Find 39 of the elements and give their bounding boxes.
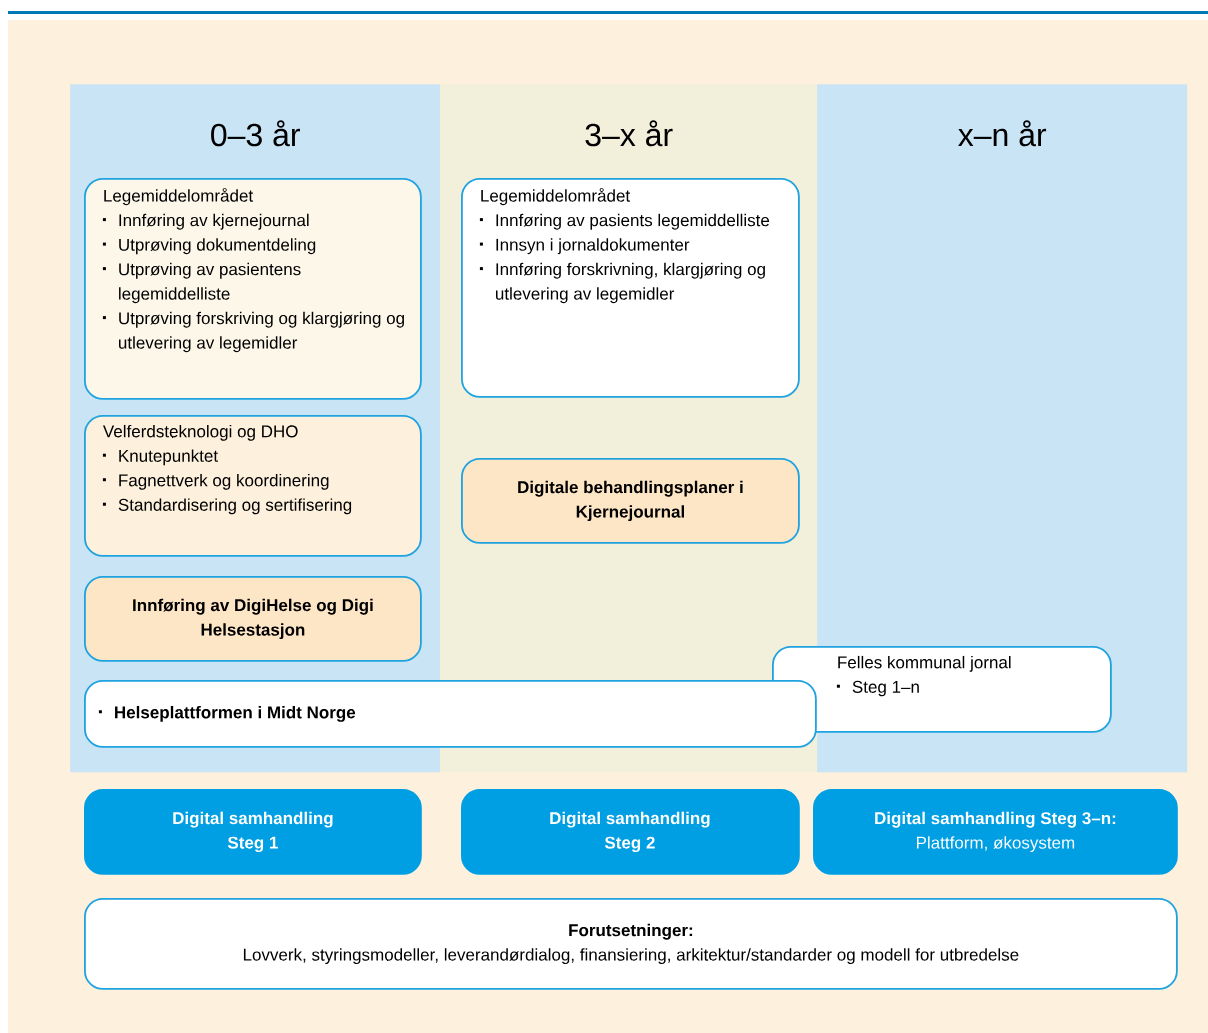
step-box — [84, 789, 422, 875]
heading-text: Legemiddelområdet — [481, 187, 630, 206]
bullet-item: Innføring av pasients legemiddelliste — [479, 213, 770, 230]
bullet-item: Innføring av kjernejournal — [102, 213, 309, 230]
box-text: Lovverk, styringsmodeller, leverandørdialog, finansiering, arkitektur/standarder og modell for utbredelse — [243, 948, 1019, 965]
column-heading: 0–3 år — [211, 120, 300, 147]
bullet-item: Steg 1–n — [836, 680, 919, 697]
box-text: Innføring av DigiHelse og Digi Helsestasjon — [133, 598, 373, 640]
heading-text: Velferdsteknologi og DHO — [103, 424, 298, 441]
bullet-item: Innføring forskrivning, klargjøring og utlevering av legemidler — [479, 262, 765, 304]
box-heading: Digital samhandling Steg 1 — [173, 811, 333, 853]
bullet-item: Helseplattformen i Midt Norge — [98, 705, 356, 722]
step-box — [813, 789, 1178, 875]
bullet-item: Utprøving dokumentdeling — [102, 238, 316, 255]
content-box — [461, 178, 800, 398]
box-heading: Forutsetninger: — [569, 923, 693, 940]
heading-text: Legemiddelområdet — [104, 187, 253, 206]
step-box — [461, 789, 800, 875]
bullet-item: Fagnettverk og koordinering — [102, 473, 329, 490]
box-heading: Digital samhandling Steg 2 — [550, 811, 710, 853]
content-box — [84, 680, 817, 748]
heading-text: Felles kommunal jornal — [838, 655, 1011, 672]
column-heading: 3–x år — [585, 120, 673, 147]
prerequisites-box — [84, 898, 1178, 990]
bullet-item: Innsyn i jornaldokumenter — [479, 238, 690, 255]
content-box — [84, 576, 422, 662]
bullet-item: Utprøving forskriving og klargjøring og utlevering av legemidler — [102, 311, 404, 353]
content-box — [461, 458, 800, 544]
column-heading: x–n år — [958, 120, 1047, 147]
content-box — [772, 646, 1112, 733]
content-box — [84, 415, 422, 557]
box-subtitle: Plattform, økosystem — [917, 836, 1075, 853]
box-text: Digitale behandlingsplaner i Kjernejournal — [518, 480, 743, 522]
bullet-item: Utprøving av pasientens legemiddelliste — [102, 262, 301, 304]
bullet-item: Knutepunktet — [102, 449, 218, 466]
timeline-column — [817, 84, 1188, 773]
box-heading: Digital samhandling Steg 3–n: — [875, 811, 1116, 828]
bullet-item: Standardisering og sertifisering — [102, 498, 352, 515]
content-box — [84, 178, 422, 400]
